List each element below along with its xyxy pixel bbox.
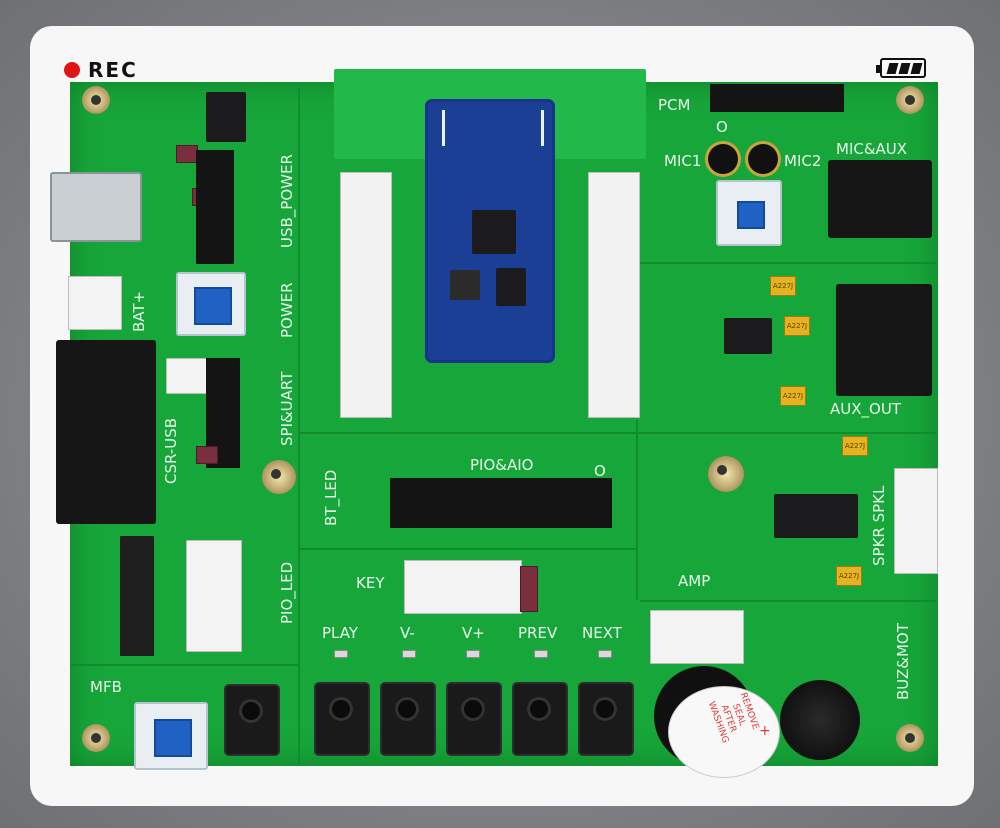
- led: [402, 650, 416, 658]
- spi-uart-jumper-block: [166, 358, 208, 394]
- mic1: [708, 144, 738, 174]
- led: [598, 650, 612, 658]
- label-vplus: V+: [462, 624, 485, 642]
- battery-full-icon: [876, 58, 926, 78]
- mic-aux-jack: [828, 160, 932, 238]
- led: [334, 650, 348, 658]
- power-switch: [176, 272, 246, 336]
- jumper: [196, 446, 218, 464]
- label-aux-out: AUX_OUT: [830, 400, 901, 418]
- pin-header: [196, 150, 234, 264]
- vibration-motor: [780, 680, 860, 760]
- label-power: POWER: [278, 282, 296, 338]
- capacitor: A227J: [842, 436, 868, 456]
- right-breakout-header: [588, 172, 640, 418]
- rec-indicator: REC: [64, 58, 138, 82]
- plus-icon: +: [759, 723, 771, 739]
- mounting-screw: [82, 724, 110, 752]
- divider: [640, 600, 936, 602]
- capacitor: A227J: [780, 386, 806, 406]
- capacitor: A227J: [784, 316, 810, 336]
- speaker-connector: [894, 468, 938, 574]
- mounting-screw: [896, 724, 924, 752]
- prev-button[interactable]: [514, 684, 566, 754]
- label-pio-led: PIO_LED: [278, 561, 296, 624]
- jumper: [176, 145, 198, 163]
- label-csr-usb: CSR-USB: [162, 417, 180, 484]
- reset-button[interactable]: [226, 686, 278, 754]
- pio-aio-header: [390, 478, 612, 528]
- aux-out-jack: [836, 284, 932, 396]
- opamp-chip: [724, 318, 772, 354]
- buzzer-sticker: REMOVE SEAL AFTER WASHING +: [668, 686, 780, 778]
- key-jumper-block: [404, 560, 522, 614]
- divider: [298, 88, 300, 764]
- label-bt-led: BT_LED: [322, 469, 340, 526]
- pio-led-jumper-block: [186, 540, 242, 652]
- label-spi-uart: SPI&UART: [278, 371, 296, 446]
- divider: [70, 664, 298, 666]
- flash-chip: [450, 270, 480, 300]
- antenna-trace: [442, 110, 544, 146]
- capacitor: A227J: [770, 276, 796, 296]
- label-o-pio: O: [594, 462, 606, 480]
- divider: [640, 262, 936, 264]
- voltage-regulator: [206, 92, 246, 142]
- amp-jumper-block: [650, 610, 744, 664]
- bluetooth-module: [428, 102, 552, 360]
- play-button[interactable]: [316, 684, 368, 754]
- label-key: KEY: [356, 574, 385, 592]
- divider: [300, 432, 936, 434]
- label-prev: PREV: [518, 624, 558, 642]
- volume-down-button[interactable]: [382, 684, 434, 754]
- left-breakout-header: [340, 172, 392, 418]
- label-o: O: [716, 118, 728, 136]
- next-button[interactable]: [580, 684, 632, 754]
- label-next: NEXT: [582, 624, 622, 642]
- csr-usb-header: [56, 340, 156, 524]
- capacitor: A227J: [836, 566, 862, 586]
- mounting-screw: [896, 86, 924, 114]
- rec-label: REC: [88, 58, 138, 82]
- label-amp: AMP: [678, 572, 711, 590]
- mini-usb-connector: [50, 172, 142, 242]
- battery-connector: [68, 276, 122, 330]
- label-mic2: MIC2: [784, 152, 822, 170]
- label-mfb: MFB: [90, 678, 122, 696]
- volume-up-button[interactable]: [448, 684, 500, 754]
- label-mic-aux: MIC&AUX: [836, 140, 908, 158]
- label-pio-aio: PIO&AIO: [470, 456, 534, 474]
- standoff-nut: [262, 460, 296, 494]
- standoff-nut: [708, 456, 744, 492]
- divider: [636, 420, 638, 600]
- led-array: [120, 536, 154, 656]
- bt-chip: [472, 210, 516, 254]
- pcm-header: [710, 84, 844, 112]
- led: [534, 650, 548, 658]
- label-play: PLAY: [322, 624, 359, 642]
- label-mic1: MIC1: [664, 152, 702, 170]
- label-pcm: PCM: [658, 96, 691, 114]
- label-vminus: V-: [400, 624, 415, 642]
- label-usb-power: USB_POWER: [278, 154, 296, 248]
- label-buz-mot: BUZ&MOT: [894, 623, 912, 700]
- record-dot-icon: [64, 62, 80, 78]
- mic2: [748, 144, 778, 174]
- jumper: [520, 566, 538, 612]
- mfb-button[interactable]: [134, 702, 208, 770]
- mounting-screw: [82, 86, 110, 114]
- label-bat: BAT+: [130, 290, 148, 332]
- amp-chip: [774, 494, 858, 538]
- crystal: [496, 268, 526, 306]
- label-spkr-spkl: SPKR SPKL: [870, 485, 888, 566]
- divider: [300, 548, 636, 550]
- mic-switch: [716, 180, 782, 246]
- led: [466, 650, 480, 658]
